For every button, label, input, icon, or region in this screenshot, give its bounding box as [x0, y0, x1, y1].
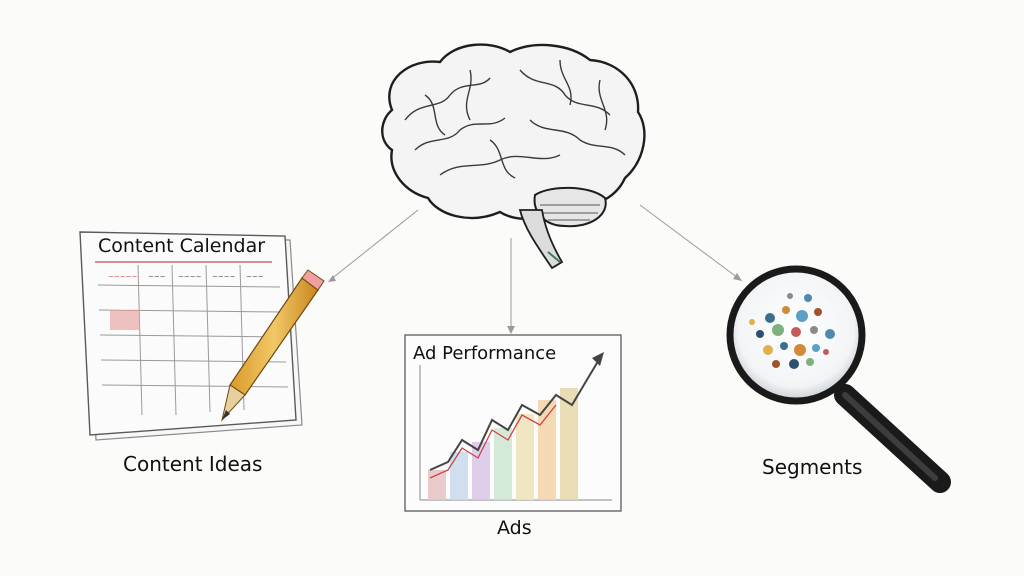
chart-bars — [428, 388, 578, 500]
segment-dot — [823, 349, 829, 355]
segment-dot — [806, 358, 814, 366]
ads-label: Ads — [497, 517, 532, 539]
svg-text:~~~: ~~~ — [246, 273, 264, 281]
arrow-to-calendar — [329, 209, 419, 281]
segment-dot — [772, 324, 784, 336]
arrow-head-calendar — [328, 275, 336, 282]
svg-text:~~~~: ~~~~ — [212, 273, 236, 281]
chart-bar — [538, 400, 556, 500]
trend-arrow-head — [592, 352, 604, 366]
brain-icon — [381, 43, 646, 270]
segment-dot — [812, 344, 820, 352]
trend-line-red — [429, 404, 557, 479]
ad-performance-title: Ad Performance — [413, 343, 557, 364]
trend-line — [429, 357, 601, 471]
segment-dot — [796, 310, 808, 322]
arrow-head-ads — [507, 326, 515, 334]
calendar-title: Content Calendar — [98, 235, 266, 257]
segment-dot — [756, 330, 764, 338]
svg-text:~~~~~: ~~~~~ — [108, 273, 137, 281]
svg-text:~~~: ~~~ — [148, 273, 166, 281]
segment-dot — [749, 319, 755, 325]
segment-dot — [791, 327, 801, 337]
segment-dot — [810, 326, 818, 334]
segment-dot — [765, 313, 775, 323]
segments-label: Segments — [762, 455, 863, 479]
segment-dot — [782, 306, 790, 314]
segment-dot — [814, 308, 822, 316]
segment-dot — [789, 359, 799, 369]
ad-chart-icon — [404, 334, 622, 512]
segment-dot — [794, 344, 806, 356]
segment-dot — [825, 329, 835, 339]
pencil-icon — [221, 269, 325, 422]
magnifying-glass-icon — [726, 265, 951, 493]
segment-dots — [749, 293, 835, 369]
segment-dot — [804, 294, 812, 302]
segment-dot — [787, 293, 793, 299]
svg-text:~~~~: ~~~~ — [178, 273, 202, 281]
arrow-head-segments — [733, 273, 742, 281]
chart-bar — [494, 428, 512, 500]
connector-arrows — [328, 204, 742, 334]
segment-dot — [780, 342, 788, 350]
content-ideas-label: Content Ideas — [123, 452, 263, 476]
chart-bar — [450, 452, 468, 500]
arrow-to-segments — [639, 204, 739, 279]
segment-dot — [772, 360, 780, 368]
segment-dot — [763, 345, 773, 355]
chart-bar — [560, 388, 578, 500]
chart-bar — [516, 414, 534, 500]
